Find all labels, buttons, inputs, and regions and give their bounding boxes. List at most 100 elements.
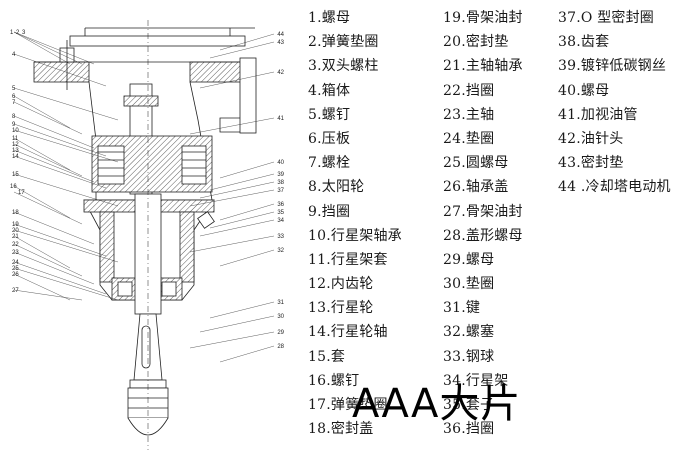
legend-item: 17.弹簧垫圈 <box>308 397 388 413</box>
leader-line <box>13 155 107 189</box>
callout-number: 3 <box>22 30 26 36</box>
legend-column-1: 1.螺母 2.弹簧垫圈 3.双头螺柱 4.箱体 5.螺钉 6.压板 7.螺栓 8… <box>308 6 402 441</box>
legend-item: 33.钢球 <box>443 348 495 365</box>
legend-item: 30.垫圈 <box>443 276 495 293</box>
watermark-overlay: AAA大片 <box>352 381 522 427</box>
legend-item: 42.油针头 <box>558 130 624 147</box>
callout-number: 10 <box>12 128 19 134</box>
legend-item: 22.挡圈 <box>443 82 495 99</box>
leader-line <box>13 235 71 269</box>
leader-line <box>13 191 83 225</box>
callout-number: 20 <box>12 228 19 234</box>
legend-item: 18.密封盖 <box>308 421 374 438</box>
legend-item: 32.螺塞 <box>443 324 495 341</box>
legend-item: 8.太阳轮 <box>308 179 365 196</box>
callout-number: 37 <box>277 188 284 194</box>
leader-line <box>189 331 275 349</box>
leader-line <box>13 143 83 177</box>
leader-line <box>199 315 275 333</box>
legend-item: 7.螺栓 <box>308 155 351 172</box>
legend-item: 10.行星架轴承 <box>308 227 402 244</box>
callout-number: 24 <box>12 260 19 266</box>
leader-line <box>219 203 275 221</box>
legend-item: 6.压板 <box>308 130 351 147</box>
leader-line <box>209 41 275 59</box>
leader-line <box>13 31 95 65</box>
legend-item: 38.齿套 <box>558 34 610 51</box>
leader-line <box>13 223 107 257</box>
callout-number: 35 <box>277 210 284 216</box>
callout-number: 13 <box>12 148 19 154</box>
callout-number: 5 <box>12 86 16 92</box>
leader-line <box>219 345 275 363</box>
callout-number: 32 <box>277 248 284 254</box>
leader-line <box>13 101 83 135</box>
leader-line <box>13 243 83 277</box>
callout-number: 1 <box>10 30 14 36</box>
leader-line <box>13 273 71 301</box>
legend-item: 1.螺母 <box>308 10 351 26</box>
callout-number: 40 <box>277 160 284 166</box>
legend-column-2: 19.骨架油封 20.密封垫 21.主轴轴承 22.挡圈 23.主轴 24.垫圈… <box>443 6 523 441</box>
legend-item: 26.轴承盖 <box>443 179 509 196</box>
legend-item: 39.镀锌低碳钢丝 <box>558 58 667 75</box>
legend-item: 43.密封垫 <box>558 155 624 172</box>
leader-line <box>13 129 119 163</box>
legend-item: 27.骨架油封 <box>443 203 523 220</box>
callout-number: 25 <box>12 266 19 272</box>
callout-number: 2 <box>16 30 20 36</box>
leader-line <box>13 115 95 149</box>
legend-item: 3.双头螺柱 <box>308 58 379 75</box>
callout-number: 42 <box>277 70 284 76</box>
leader-line <box>13 53 107 87</box>
callout-number: 38 <box>277 180 284 186</box>
callout-number: 26 <box>12 272 19 278</box>
leader-line <box>219 249 275 267</box>
callout-number: 39 <box>277 172 284 178</box>
legend-item: 29.螺母 <box>443 251 495 268</box>
legend-item: 24.垫圈 <box>443 130 495 147</box>
leader-line <box>189 189 275 207</box>
legend-item: 34.行星架 <box>443 372 509 389</box>
legend-item: 36.挡圈 <box>443 421 495 438</box>
legend-item: 21.主轴轴承 <box>443 58 523 75</box>
leader-line <box>13 31 83 65</box>
callout-number: 36 <box>277 202 284 208</box>
leader-line <box>13 173 119 207</box>
legend-item: 9.挡圈 <box>308 203 351 220</box>
oil-plug <box>197 211 215 229</box>
leader-line <box>13 267 119 301</box>
motor-flange-plate <box>69 35 246 47</box>
callout-number: 29 <box>277 330 284 336</box>
leader-line <box>13 289 83 301</box>
leader-line <box>13 137 71 171</box>
legend-item: 37.O 型密封圈 <box>558 10 654 26</box>
legend-item: 5.螺钉 <box>308 106 351 123</box>
callout-number: 18 <box>12 210 19 216</box>
callout-number: 17 <box>18 190 25 196</box>
callout-number: 34 <box>277 218 284 224</box>
leader-line <box>13 261 107 295</box>
leader-line <box>189 117 275 135</box>
leader-line <box>219 161 275 179</box>
legend-item: 11.行星架套 <box>308 251 388 268</box>
leader-line <box>13 31 71 65</box>
callout-number: 4 <box>12 52 16 58</box>
callout-number: 14 <box>12 154 19 160</box>
leader-line <box>13 211 95 245</box>
legend-item: 14.行星轮轴 <box>308 324 388 341</box>
legend-column-3: 37.O 型密封圈 38.齿套 39.镀锌低碳钢丝 40.螺母 41.加视油管 … <box>558 6 671 200</box>
leader-line <box>13 229 119 263</box>
callout-number: 28 <box>277 344 284 350</box>
legend-item: 41.加视油管 <box>558 106 638 123</box>
leader-line <box>13 87 119 121</box>
housing-top-flange-left <box>33 61 90 83</box>
legend-item: 44 .冷却塔电动机 <box>558 179 671 196</box>
callout-number: 19 <box>12 222 19 228</box>
legend-item: 2.弹簧垫圈 <box>308 34 379 51</box>
leader-line <box>13 95 71 129</box>
